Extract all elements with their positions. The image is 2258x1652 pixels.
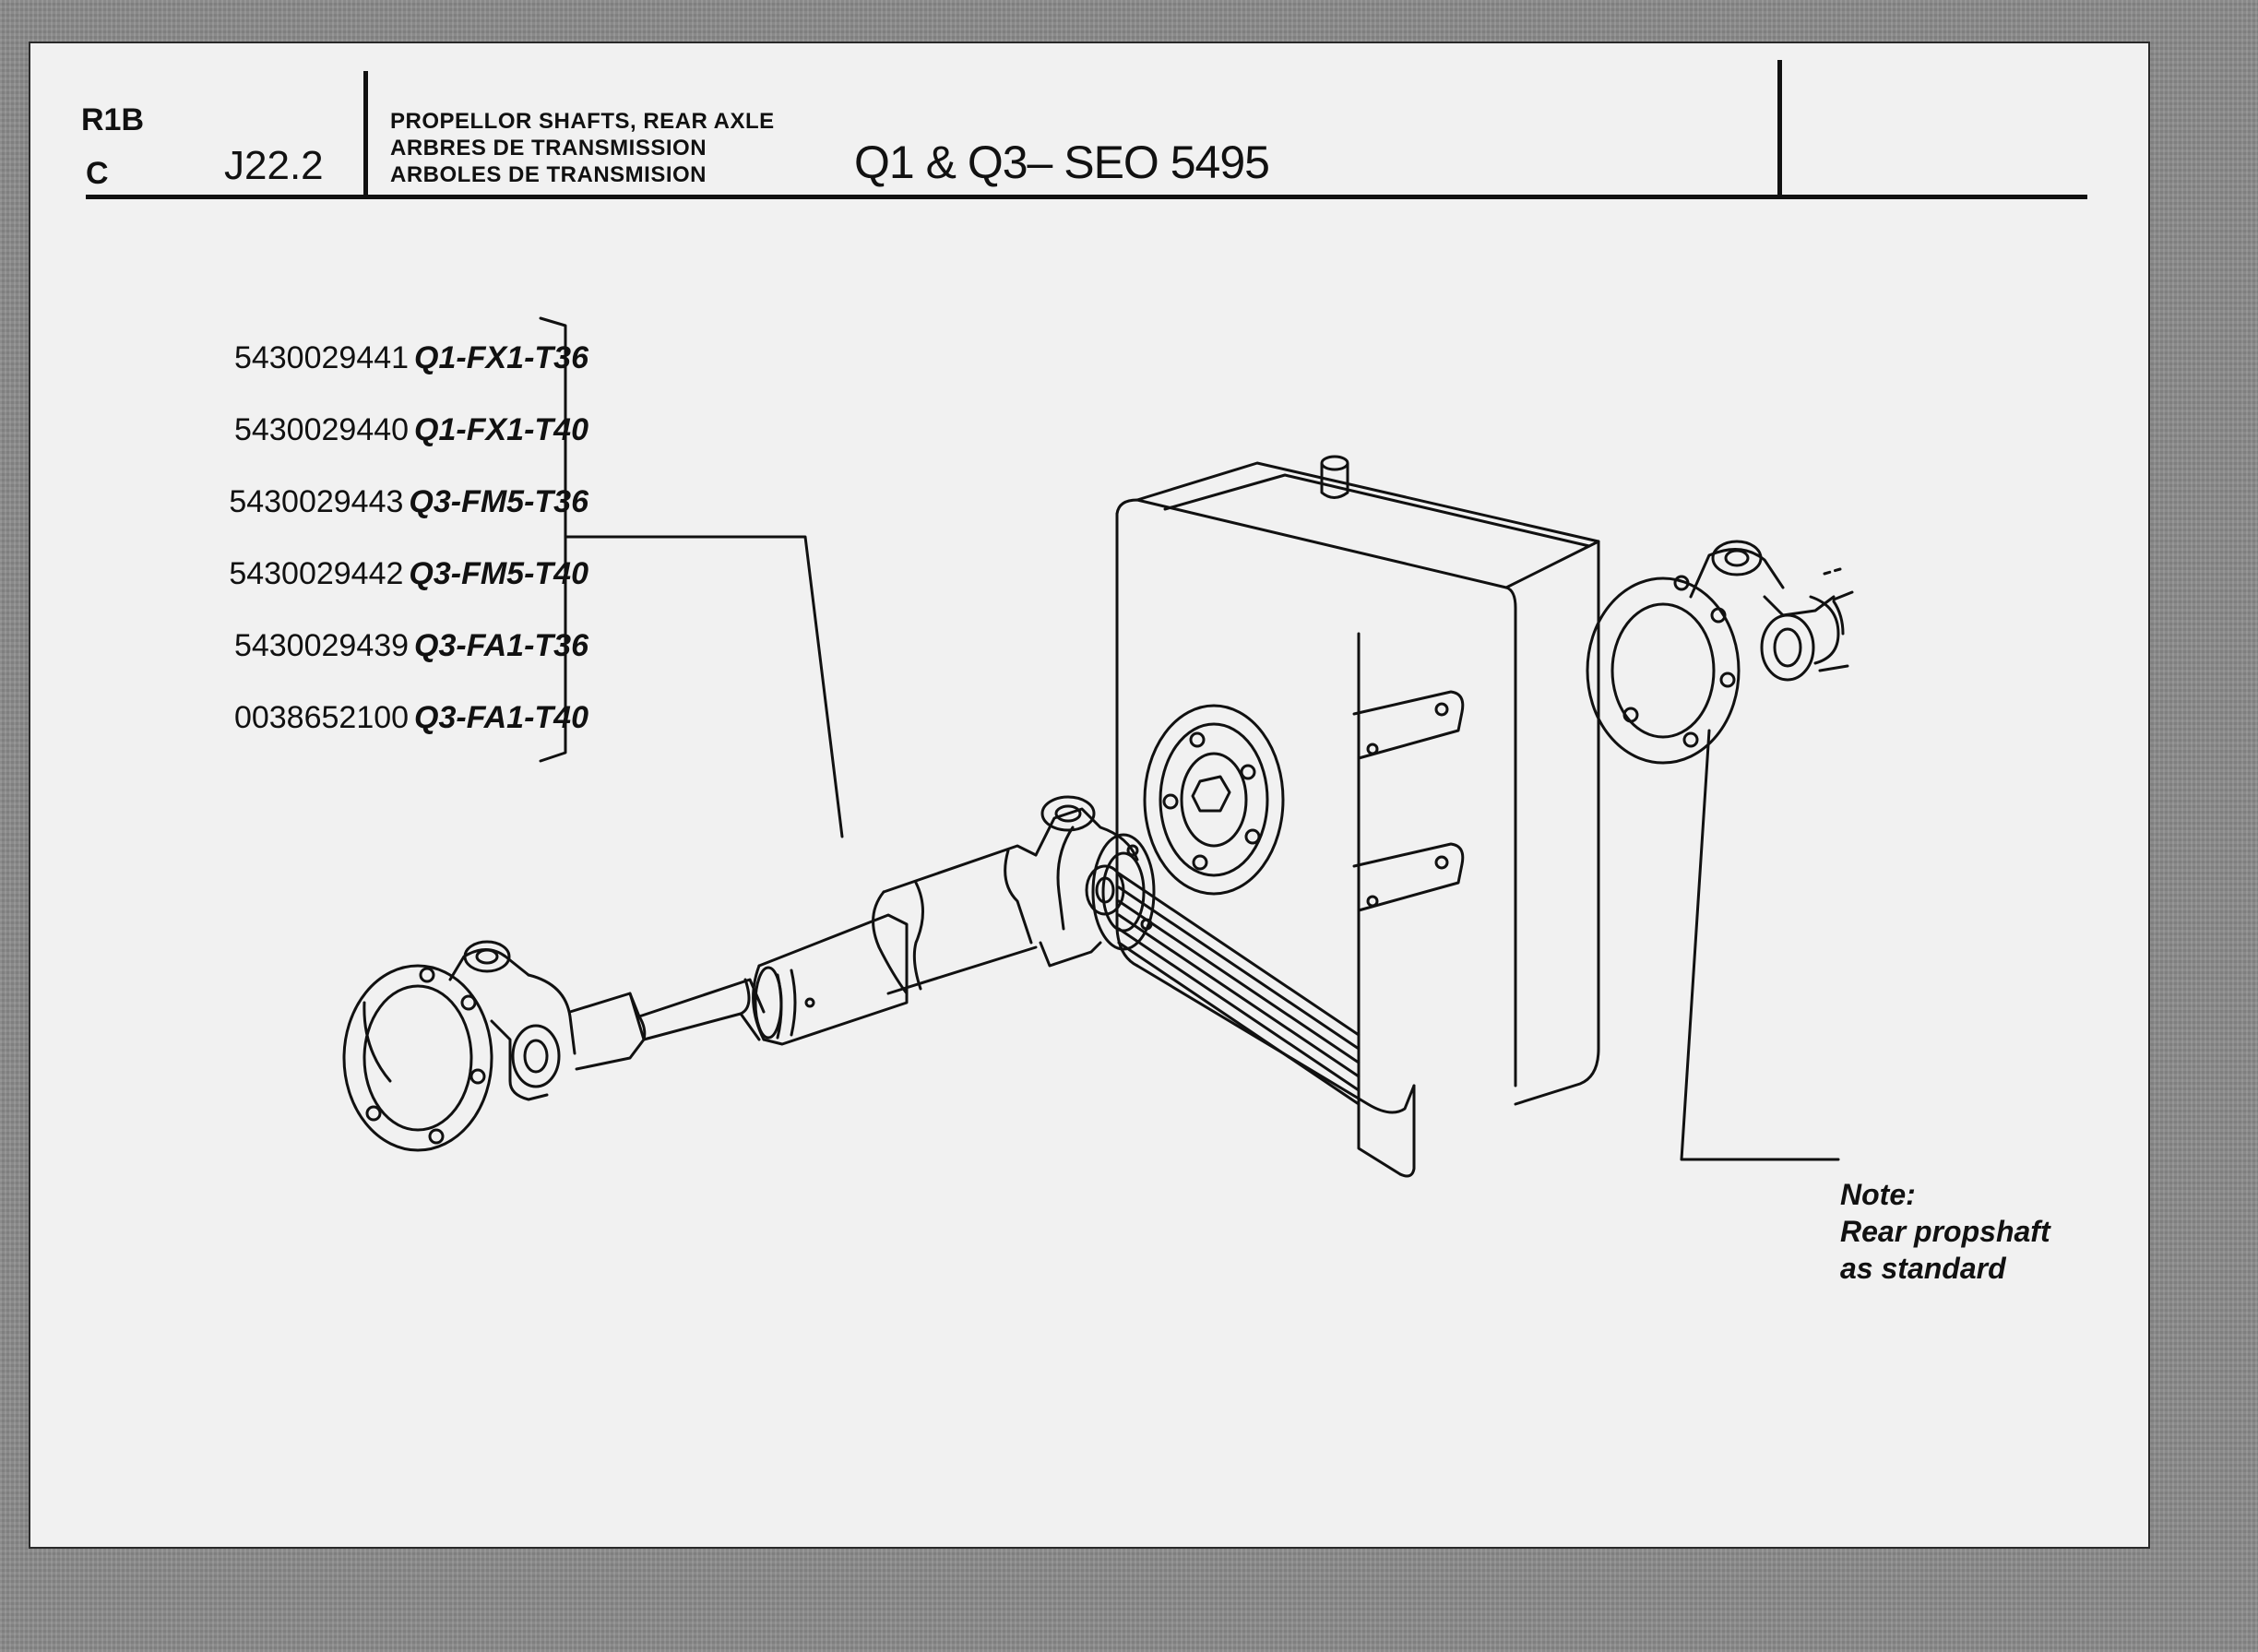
rear-propshaft-yoke xyxy=(1586,540,1854,1161)
part-number: 5430029442 xyxy=(229,556,404,591)
part-code: Q3-FM5-T36 xyxy=(409,484,588,519)
note-line: as standard xyxy=(1840,1252,2006,1285)
part-number: 5430029440 xyxy=(233,412,410,447)
section-titles: PROPELLOR SHAFTS, REAR AXLE ARBRES DE TR… xyxy=(390,108,775,188)
header-divider-left xyxy=(363,71,368,196)
list-item: 5430029441 Q1-FX1-T36 xyxy=(146,340,588,412)
parts-bracket xyxy=(539,316,844,838)
catalog-page: R1B C J22.2 PROPELLOR SHAFTS, REAR AXLE … xyxy=(30,43,2148,1547)
header-divider-right xyxy=(1777,60,1782,196)
list-item: 5430029440 Q1-FX1-T40 xyxy=(146,412,588,484)
note-line: Rear propshaft xyxy=(1840,1215,2050,1248)
front-propshaft xyxy=(342,795,1156,1152)
header-rule xyxy=(86,195,2087,199)
title-english: PROPELLOR SHAFTS, REAR AXLE xyxy=(390,109,775,134)
gearbox xyxy=(1115,455,1600,1178)
exploded-view-illustration xyxy=(342,316,1854,1178)
list-item: 5430029442 Q3-FM5-T40 xyxy=(146,556,588,628)
model-title: Q1 & Q3– SEO 5495 xyxy=(854,137,1270,188)
part-number: 5430029443 xyxy=(229,484,404,519)
part-code: Q1-FX1-T40 xyxy=(414,412,588,447)
parts-list: 5430029441 Q1-FX1-T36 5430029440 Q1-FX1-… xyxy=(146,340,588,772)
note-text: Note: Rear propshaft as standard xyxy=(1840,1176,2050,1287)
list-item: 5430029443 Q3-FM5-T36 xyxy=(146,484,588,556)
part-number: 0038652100 xyxy=(233,700,410,735)
note-heading: Note: xyxy=(1840,1178,1916,1211)
part-number: 5430029441 xyxy=(233,340,410,375)
part-code: Q1-FX1-T36 xyxy=(414,340,588,375)
section-code: R1B xyxy=(81,102,145,137)
list-item: 5430029439 Q3-FA1-T36 xyxy=(146,628,588,700)
title-spanish: ARBOLES DE TRANSMISION xyxy=(390,162,707,187)
page-reference: J22.2 xyxy=(224,143,324,188)
part-number: 5430029439 xyxy=(233,628,410,663)
list-item: 0038652100 Q3-FA1-T40 xyxy=(146,700,588,772)
part-code: Q3-FA1-T40 xyxy=(414,700,588,735)
part-code: Q3-FA1-T36 xyxy=(414,628,588,663)
title-french: ARBRES DE TRANSMISSION xyxy=(390,136,707,160)
part-code: Q3-FM5-T40 xyxy=(409,556,588,591)
section-letter: C xyxy=(86,156,109,191)
